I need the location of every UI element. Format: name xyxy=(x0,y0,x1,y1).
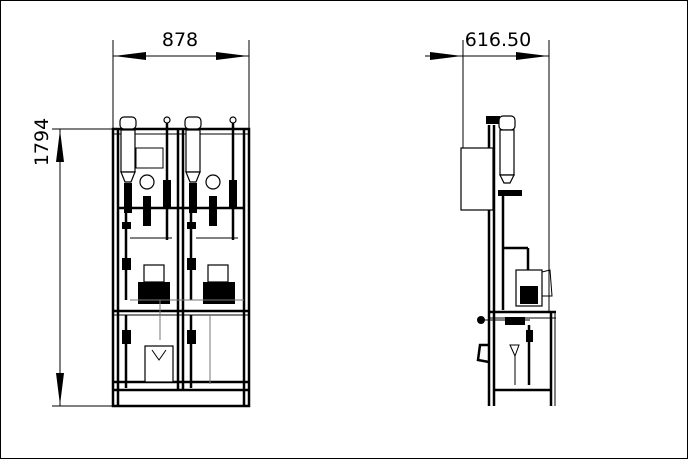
control-box xyxy=(460,147,494,211)
depth-dimension: 616.50 xyxy=(425,29,550,312)
width-dimension: 878 xyxy=(112,29,250,128)
front-view xyxy=(111,116,251,408)
pressure-gauge-right xyxy=(205,174,221,190)
dosing-tank-right xyxy=(184,116,202,213)
side-view xyxy=(460,115,556,406)
width-dimension-label: 878 xyxy=(162,29,198,51)
side-pump xyxy=(515,269,553,307)
pump-right xyxy=(203,264,235,304)
height-dimension-label: 1794 xyxy=(31,118,53,166)
pump-left xyxy=(138,264,170,304)
side-dosing-tank xyxy=(498,115,516,184)
collection-tray xyxy=(144,345,174,383)
pressure-gauge-left xyxy=(139,174,155,190)
dosing-tank-left xyxy=(119,116,137,213)
height-dimension: 1794 xyxy=(31,118,112,407)
depth-dimension-label: 616.50 xyxy=(465,29,531,51)
